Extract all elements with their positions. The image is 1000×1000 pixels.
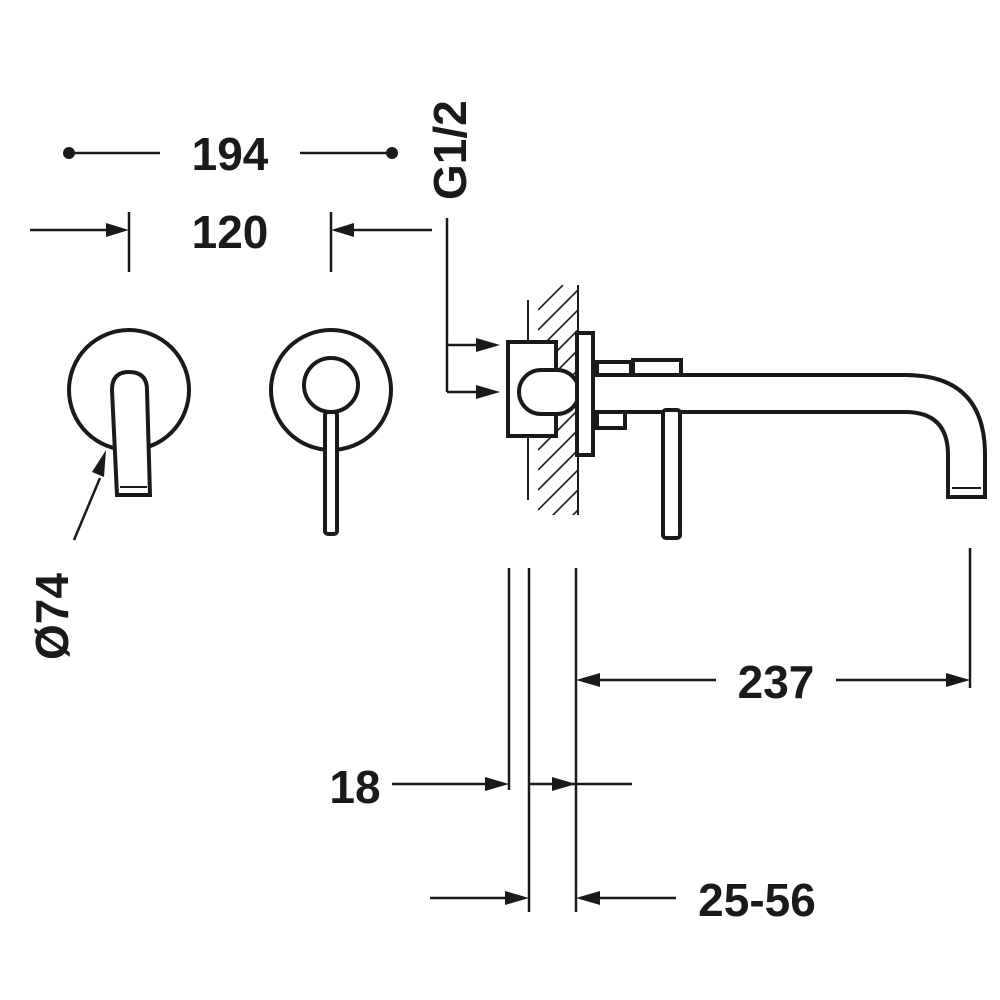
side-view [506,285,987,540]
dimension-label-25-56: 25-56 [698,874,816,926]
mixer-lever [323,410,339,536]
dimension-label-120: 120 [192,206,269,258]
spout-arm [591,373,987,499]
spout-body [109,369,153,497]
mixer-knob [302,356,360,414]
dimension-label-194: 194 [192,128,269,180]
dimension-label-diameter: Ø74 [26,573,78,660]
dimension-237: 237 [576,656,970,708]
lever-collar [595,410,627,430]
dimension-25-56: 25-56 [430,874,816,926]
wall-plate [575,331,595,457]
dimension-thread: G1/2 [424,100,500,399]
front-view-mixer [269,328,393,536]
extension-lines [507,548,972,912]
dimension-label-237: 237 [738,656,815,708]
body-inner-channel [517,368,581,416]
dimension-120: 120 [30,206,432,272]
side-lever [661,408,682,540]
dimension-label-18: 18 [329,761,380,813]
dimension-endpoint-right [386,147,398,159]
dimension-diameter-74: Ø74 [26,450,106,660]
dimension-label-thread: G1/2 [424,100,476,200]
dimension-18: 18 [329,761,632,813]
front-view-spout [67,328,191,497]
dimension-194: 194 [63,128,398,180]
